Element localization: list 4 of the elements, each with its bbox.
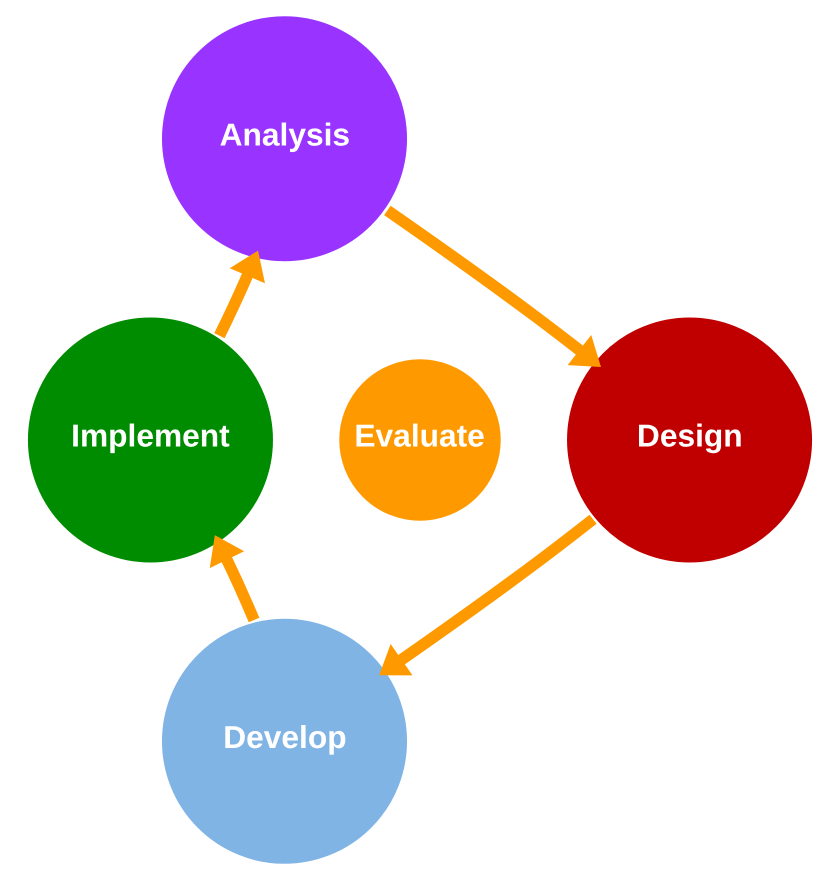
arrow [210, 535, 260, 622]
arrow [379, 514, 597, 676]
arrow [384, 206, 601, 367]
arrow [214, 250, 265, 338]
